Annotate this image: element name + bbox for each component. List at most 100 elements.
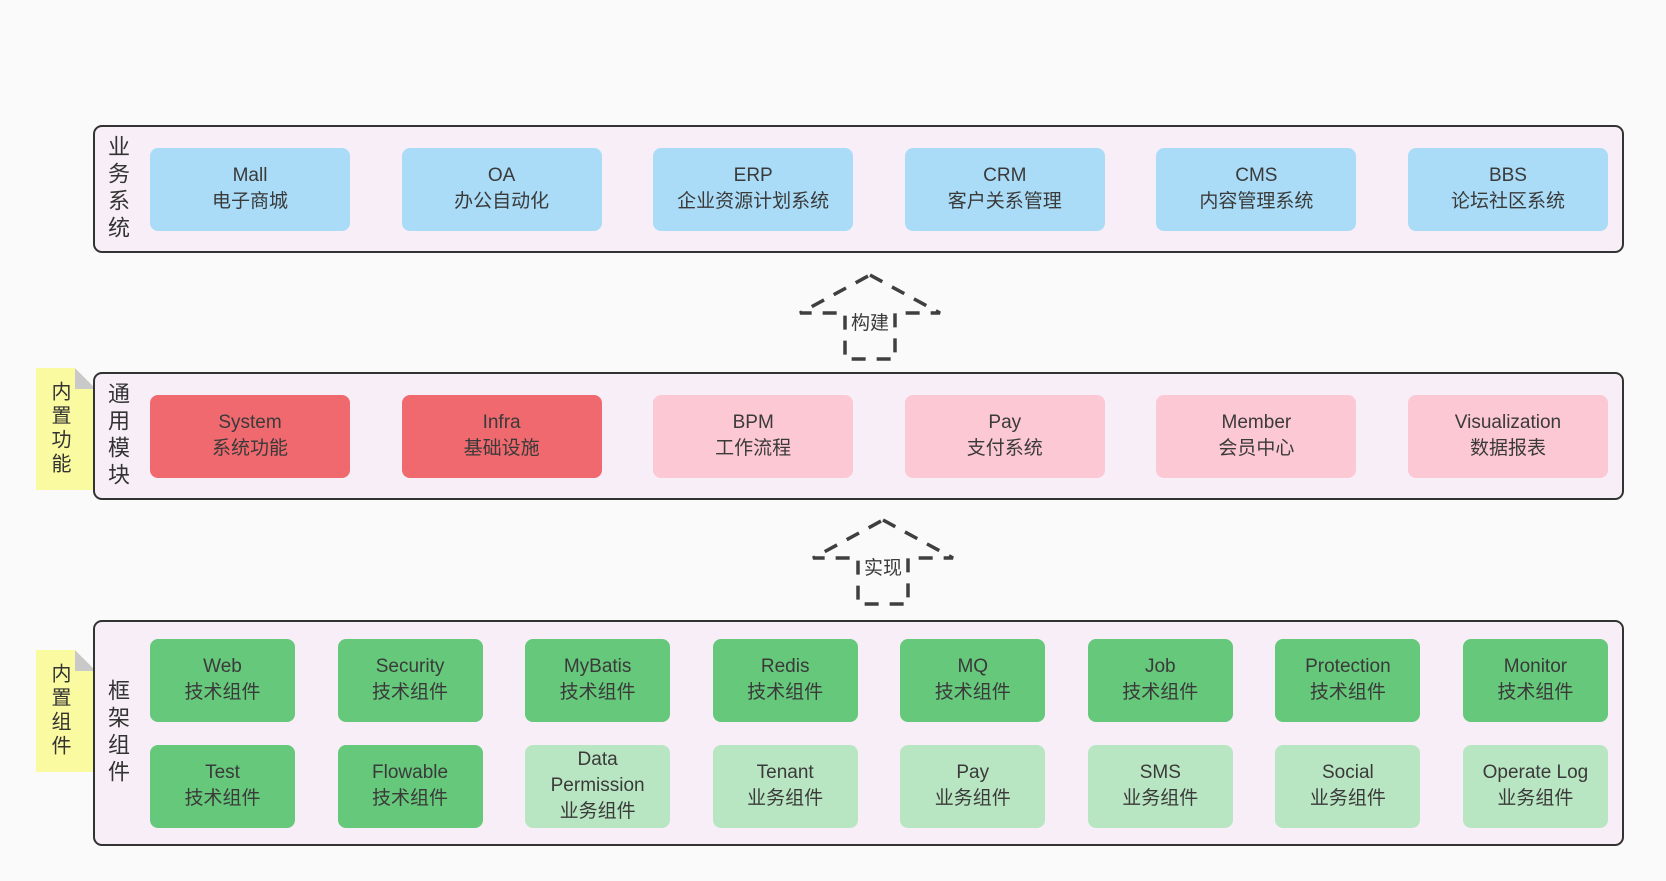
box-name: Redis [760,656,810,677]
box-desc: 业务组件 [1497,788,1574,809]
box-tenant: Tenant 业务组件 [712,744,858,828]
box-desc: 企业资源计划系统 [677,191,830,212]
box-name: Pay [956,762,990,783]
box-desc: 技术组件 [747,682,824,703]
box-desc: 支付系统 [966,438,1043,459]
box-name: MyBatis [563,656,632,677]
box-visualization: Visualization 数据报表 [1407,394,1608,478]
box-bpm: BPM 工作流程 [653,394,854,478]
box-desc: 业务组件 [559,801,636,822]
box-name: Monitor [1503,656,1568,677]
box-operate-log: Operate Log 业务组件 [1462,744,1608,828]
box-pay-component: Pay 业务组件 [900,744,1046,828]
box-name: Infra [482,412,521,433]
box-name: CMS [1235,165,1278,186]
build-arrow: 构建 [797,272,943,362]
box-name: MQ [957,656,989,677]
box-desc: 电子商城 [211,191,288,212]
box-test: Test 技术组件 [150,744,295,828]
box-name: Operate Log [1482,762,1589,783]
box-desc: 业务组件 [1122,788,1199,809]
modules-box-row: System 系统功能 Infra 基础设施 BPM 工作流程 Pay 支付系统… [150,394,1608,478]
box-data-permission: Data Permission 业务组件 [525,744,671,828]
box-desc: 会员中心 [1218,438,1295,459]
box-desc: 办公自动化 [454,191,550,212]
box-mall: Mall 电子商城 [150,147,350,231]
box-desc: 业务组件 [934,788,1011,809]
box-flowable: Flowable 技术组件 [337,744,483,828]
box-erp: ERP 企业资源计划系统 [653,147,854,231]
box-name: Protection [1305,656,1391,677]
box-cms: CMS 内容管理系统 [1156,147,1357,231]
arrow-label: 构建 [846,306,894,337]
framework-row-1: Web 技术组件 Security 技术组件 MyBatis 技术组件 Redi… [150,638,1608,722]
box-name: Member [1221,412,1292,433]
box-name: Visualization [1454,412,1562,433]
box-mq: MQ 技术组件 [900,638,1046,722]
box-desc: 技术组件 [1497,682,1574,703]
box-desc: 技术组件 [934,682,1011,703]
box-security: Security 技术组件 [337,638,483,722]
box-desc: 工作流程 [715,438,792,459]
box-desc: 客户关系管理 [947,191,1062,212]
box-name: OA [487,165,516,186]
box-desc: 技术组件 [1309,682,1386,703]
box-sms: SMS 业务组件 [1087,744,1233,828]
box-desc: 技术组件 [1122,682,1199,703]
box-system: System 系统功能 [150,394,350,478]
section-label: 通用模块 [105,382,130,490]
up-arrow-icon [812,518,954,606]
box-name: BPM [732,412,774,433]
box-job: Job 技术组件 [1087,638,1233,722]
box-name: SMS [1139,762,1181,783]
box-name: Pay [988,412,1022,433]
sticky-note-builtin-functions: 内置功能 [36,368,96,490]
box-name: Security [375,656,445,677]
box-name: Social [1322,762,1374,783]
box-pay-system: Pay 支付系统 [904,394,1105,478]
box-oa: OA 办公自动化 [401,147,602,231]
box-desc: 技术组件 [184,788,261,809]
box-bbs: BBS 论坛社区系统 [1407,147,1608,231]
box-desc: 系统功能 [211,438,288,459]
box-name: Flowable [372,762,449,783]
section-label: 框架组件 [105,679,130,787]
section-label: 业务系统 [105,135,130,243]
arrow-label: 实现 [859,551,907,582]
box-name: Data Permission [550,749,645,796]
box-crm: CRM 客户关系管理 [904,147,1105,231]
box-monitor: Monitor 技术组件 [1462,638,1608,722]
box-infra: Infra 基础设施 [401,394,602,478]
box-name: Tenant [756,762,814,783]
up-arrow-icon [799,273,941,361]
section-business-systems: 业务系统 Mall 电子商城 OA 办公自动化 ERP 企业资源计划系统 CRM… [93,125,1624,253]
box-desc: 技术组件 [372,682,449,703]
framework-box-rows: Web 技术组件 Security 技术组件 MyBatis 技术组件 Redi… [150,638,1608,828]
sticky-note-label: 内置组件 [48,663,70,759]
section-framework-components: 框架组件 Web 技术组件 Security 技术组件 MyBatis 技术组件… [93,620,1624,846]
box-desc: 技术组件 [184,682,261,703]
box-social: Social 业务组件 [1275,744,1421,828]
box-desc: 业务组件 [747,788,824,809]
box-mybatis: MyBatis 技术组件 [525,638,671,722]
box-redis: Redis 技术组件 [712,638,858,722]
box-name: Web [203,656,242,677]
box-desc: 业务组件 [1309,788,1386,809]
box-member: Member 会员中心 [1156,394,1357,478]
box-desc: 论坛社区系统 [1450,191,1565,212]
framework-row-2: Test 技术组件 Flowable 技术组件 Data Permission … [150,744,1608,828]
box-desc: 技术组件 [559,682,636,703]
box-name: ERP [733,165,773,186]
sticky-note-label: 内置功能 [48,381,70,477]
sticky-note-builtin-components: 内置组件 [36,650,96,772]
box-protection: Protection 技术组件 [1275,638,1421,722]
implement-arrow: 实现 [810,517,956,607]
box-name: Test [205,762,240,783]
box-name: CRM [983,165,1027,186]
business-box-row: Mall 电子商城 OA 办公自动化 ERP 企业资源计划系统 CRM 客户关系… [150,147,1608,231]
box-name: System [218,412,282,433]
box-desc: 基础设施 [463,438,540,459]
box-desc: 内容管理系统 [1199,191,1314,212]
section-common-modules: 通用模块 System 系统功能 Infra 基础设施 BPM 工作流程 Pay… [93,372,1624,500]
